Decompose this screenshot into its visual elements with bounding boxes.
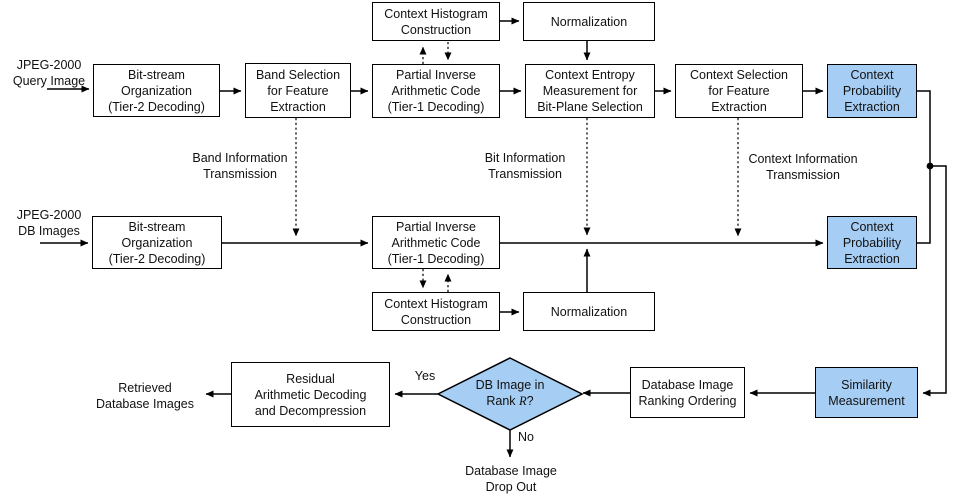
wire-qcpe-down [917, 90, 931, 163]
box-query-bitstream-organization: Bit-stream Organization (Tier-2 Decoding… [93, 64, 220, 117]
box-bottom-context-histogram: Context Histogram Construction [372, 292, 500, 331]
box-query-context-selection: Context Selection for Feature Extraction [675, 64, 803, 118]
label-band-information-transmission: Band Information Transmission [192, 151, 288, 182]
box-query-context-probability: Context Probability Extraction [827, 64, 917, 118]
box-similarity-measurement: Similarity Measurement [815, 367, 918, 418]
decision-line2: Rank R? [486, 394, 534, 408]
box-query-band-selection: Band Selection for Feature Extraction [245, 63, 351, 118]
box-top-normalization: Normalization [523, 2, 655, 41]
arrow-junction-to-similarity [922, 165, 947, 397]
box-db-partial-inverse: Partial Inverse Arithmetic Code (Tier-1 … [372, 216, 500, 269]
label-context-information-transmission: Context Information Transmission [748, 152, 858, 183]
box-top-context-histogram: Context Histogram Construction [372, 2, 500, 41]
box-query-context-entropy: Context Entropy Measurement for Bit-Plan… [525, 64, 655, 118]
box-ranking-ordering: Database Image Ranking Ordering [630, 367, 745, 418]
rank-variable: R [519, 394, 527, 408]
label-yes: Yes [414, 369, 436, 383]
box-bottom-normalization: Normalization [523, 292, 655, 331]
label-no: No [518, 430, 534, 444]
decision-db-image-in-rank: DB Image in Rank R? [436, 356, 584, 432]
decision-text: DB Image in Rank R? [436, 356, 584, 432]
decision-line1: DB Image in [475, 378, 545, 393]
junction-dot [926, 162, 934, 170]
box-db-bitstream-organization: Bit-stream Organization (Tier-2 Decoding… [92, 216, 222, 269]
label-database-image-drop-out: Database Image Drop Out [465, 464, 557, 495]
label-db-input: JPEG-2000 DB Images [16, 208, 82, 239]
label-query-input: JPEG-2000 Query Image [12, 58, 86, 89]
box-db-context-probability: Context Probability Extraction [827, 216, 917, 269]
wire-dbcpe-up [917, 169, 931, 244]
label-bit-information-transmission: Bit Information Transmission [484, 151, 566, 182]
decision-diamond-shape [436, 357, 584, 431]
box-residual-decoding: Residual Arithmetic Decoding and Decompr… [231, 362, 390, 427]
box-query-partial-inverse: Partial Inverse Arithmetic Code (Tier-1 … [372, 64, 500, 118]
label-retrieved-database-images: Retrieved Database Images [96, 381, 194, 412]
